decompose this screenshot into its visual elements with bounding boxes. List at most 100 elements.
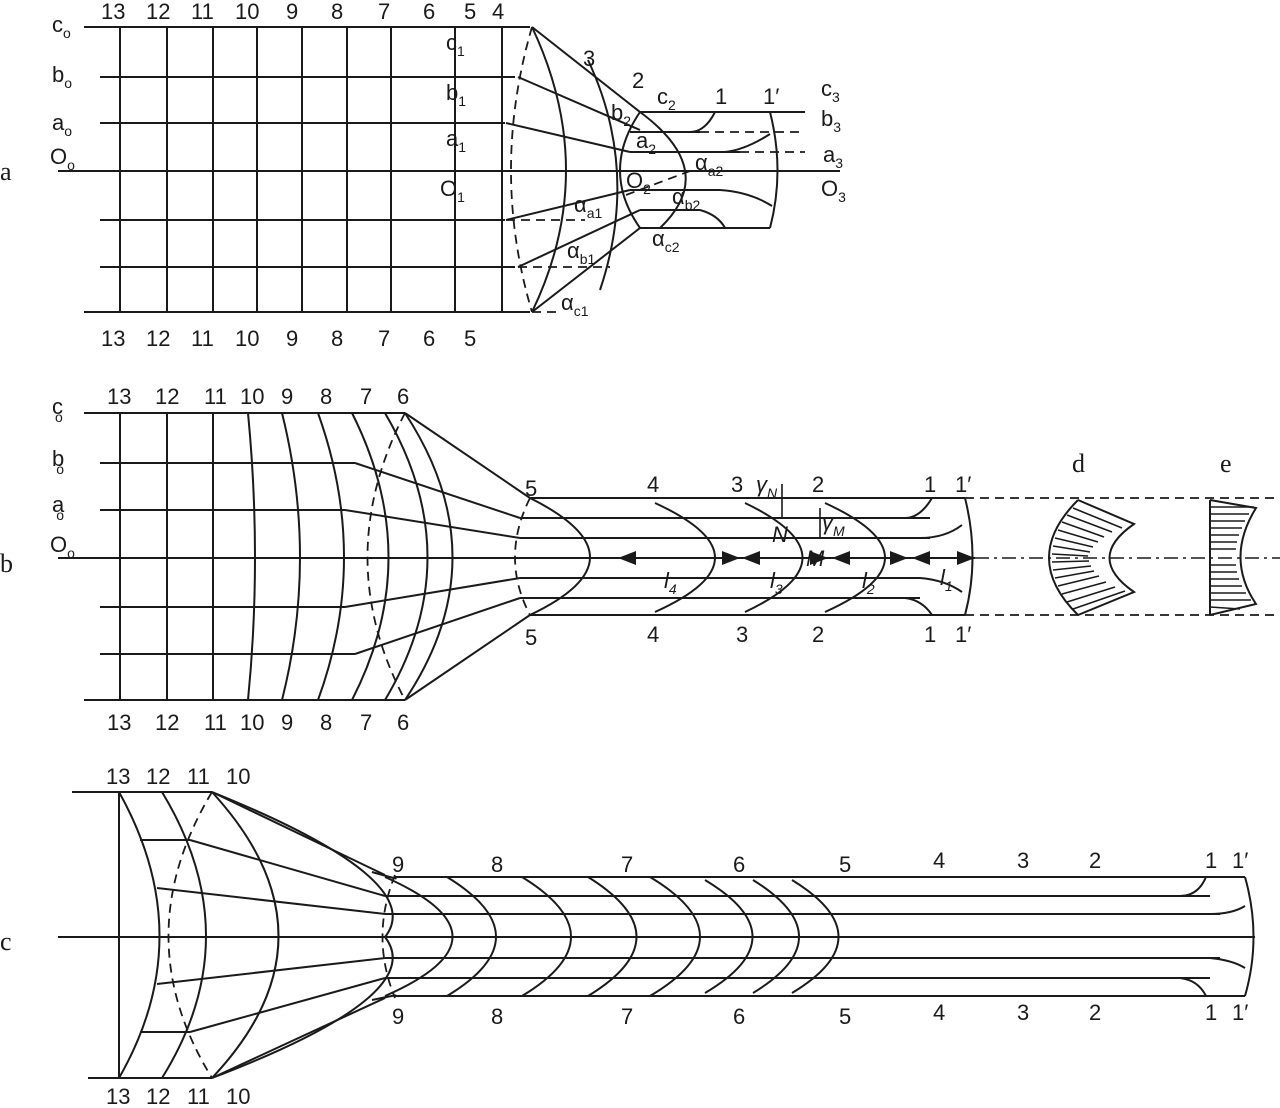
svg-text:4: 4: [492, 0, 504, 24]
svg-text:4: 4: [933, 848, 945, 873]
svg-text:γN: γN: [756, 472, 778, 501]
svg-text:1′: 1′: [955, 622, 971, 647]
svg-text:Oo: Oo: [50, 144, 75, 173]
svg-text:co: co: [52, 394, 63, 425]
svg-text:2: 2: [632, 68, 644, 93]
panel-a-stage1-labels: c1 b1 a1 O1: [440, 30, 466, 205]
svg-text:ao: ao: [52, 110, 72, 139]
panel-b-length-labels: l4 l3 l2 l1: [664, 565, 953, 597]
svg-text:12: 12: [155, 710, 179, 735]
velocity-profile-d: d: [1048, 449, 1137, 616]
svg-text:αa1: αa1: [574, 192, 603, 221]
svg-text:1′: 1′: [763, 84, 779, 109]
svg-text:O1: O1: [440, 176, 465, 205]
svg-text:6: 6: [423, 0, 435, 24]
svg-text:13: 13: [107, 710, 131, 735]
panel-a-label: a: [0, 157, 12, 186]
svg-text:7: 7: [378, 326, 390, 351]
panel-b-die-numbers: 5 4 3 2 1 1′ 5 4 3 2 1 1′: [525, 472, 971, 650]
svg-text:O3: O3: [821, 176, 846, 205]
svg-text:O2: O2: [626, 168, 651, 197]
panel-b-grid-horizontal: [58, 412, 975, 701]
svg-text:αb1: αb1: [567, 238, 596, 267]
svg-text:11: 11: [191, 0, 214, 24]
svg-text:12: 12: [155, 384, 179, 409]
svg-text:6: 6: [397, 384, 409, 409]
svg-text:5: 5: [464, 0, 476, 24]
svg-text:c1: c1: [446, 30, 465, 59]
svg-text:3: 3: [736, 622, 748, 647]
svg-text:1: 1: [1205, 1000, 1217, 1025]
svg-text:2: 2: [812, 622, 824, 647]
svg-text:9: 9: [286, 326, 298, 351]
svg-text:l1: l1: [940, 565, 953, 594]
svg-text:5: 5: [525, 625, 537, 650]
svg-text:3: 3: [583, 46, 595, 71]
svg-text:b3: b3: [821, 106, 841, 135]
svg-text:7: 7: [621, 852, 633, 877]
svg-text:c3: c3: [821, 76, 840, 105]
svg-text:4: 4: [647, 622, 659, 647]
svg-text:l4: l4: [664, 568, 677, 597]
svg-text:γM: γM: [822, 510, 845, 539]
svg-text:10: 10: [240, 710, 264, 735]
svg-text:1: 1: [1205, 848, 1217, 873]
svg-text:12: 12: [146, 1084, 170, 1108]
panel-a: a co bo ao Oo: [0, 0, 846, 351]
svg-text:9: 9: [392, 1004, 404, 1029]
svg-text:11: 11: [204, 710, 227, 735]
svg-text:αc1: αc1: [561, 290, 589, 319]
panel-a-deformation-zone: [505, 26, 805, 313]
svg-text:a1: a1: [446, 126, 466, 155]
svg-text:6: 6: [733, 1004, 745, 1029]
svg-text:1′: 1′: [955, 472, 971, 497]
svg-text:10: 10: [226, 764, 250, 789]
panel-c-bottom-numbers: 13 12 11 10: [106, 1084, 250, 1108]
svg-text:8: 8: [331, 326, 343, 351]
svg-text:7: 7: [621, 1004, 633, 1029]
svg-text:8: 8: [331, 0, 343, 24]
svg-text:5: 5: [839, 1004, 851, 1029]
svg-text:b1: b1: [446, 80, 466, 109]
velocity-profile-e: e: [1209, 449, 1258, 616]
panel-b-top-numbers: 13 12 11 10 9 8 7 6: [107, 384, 409, 409]
svg-text:10: 10: [240, 384, 264, 409]
svg-text:11: 11: [187, 764, 210, 789]
panel-b-converging-zone: [344, 412, 531, 701]
panel-a-left-labels: co bo ao Oo: [50, 12, 75, 173]
svg-text:bo: bo: [52, 446, 64, 477]
svg-text:8: 8: [491, 852, 503, 877]
svg-text:10: 10: [226, 1084, 250, 1108]
panel-c-label: c: [0, 927, 12, 956]
svg-text:1′: 1′: [1232, 1000, 1248, 1025]
panel-c-die-numbers: 9 8 7 6 5 4 3 2 1 1′ 9 8 7 6 5 4 3 2 1 1…: [392, 848, 1248, 1029]
svg-text:l3: l3: [770, 568, 783, 597]
svg-text:1′: 1′: [1232, 848, 1248, 873]
svg-text:1: 1: [924, 622, 936, 647]
panel-a-grid-vertical: [119, 27, 503, 312]
svg-text:1: 1: [924, 472, 936, 497]
svg-text:M: M: [806, 546, 825, 571]
svg-text:αa2: αa2: [695, 150, 724, 179]
svg-text:3: 3: [1017, 1000, 1029, 1025]
svg-text:4: 4: [933, 1000, 945, 1025]
panel-b-grid-vertical: [119, 412, 454, 701]
svg-text:ao: ao: [52, 492, 65, 523]
svg-text:e: e: [1220, 449, 1232, 478]
svg-text:2: 2: [1089, 848, 1101, 873]
svg-text:13: 13: [106, 1084, 130, 1108]
svg-text:10: 10: [235, 0, 259, 24]
svg-text:7: 7: [378, 0, 390, 24]
svg-text:9: 9: [286, 0, 298, 24]
svg-text:11: 11: [187, 1084, 210, 1108]
svg-text:8: 8: [320, 710, 332, 735]
svg-text:13: 13: [107, 384, 131, 409]
svg-text:5: 5: [839, 852, 851, 877]
svg-text:9: 9: [281, 384, 293, 409]
svg-text:8: 8: [320, 384, 332, 409]
svg-text:13: 13: [101, 326, 125, 351]
svg-text:6: 6: [733, 852, 745, 877]
panel-a-stage2-labels: c2 b2 a2 O2: [611, 84, 676, 197]
svg-text:c2: c2: [657, 84, 676, 113]
svg-text:9: 9: [281, 710, 293, 735]
